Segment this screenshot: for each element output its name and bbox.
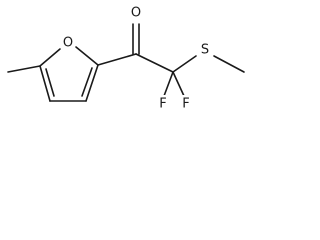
bond-c2-carbonyl — [97, 53, 137, 66]
fluorine-left-label: F — [159, 97, 166, 112]
carbonyl-oxygen-label: O — [131, 6, 141, 21]
bond-o1-c2 — [75, 46, 99, 66]
bond-c4-c5 — [39, 65, 51, 102]
bond-s-methyl — [213, 55, 245, 73]
atom-labels: O O S F F — [61, 4, 212, 113]
bond-c4-c5-double — [45, 68, 55, 97]
bond-c2-c3 — [85, 64, 99, 102]
fluorine-right-label: F — [182, 97, 189, 112]
bond-c2-c3-double — [81, 67, 93, 97]
bond-cf2-s — [172, 55, 197, 73]
bond-cf2-f-left — [163, 71, 174, 97]
bond-methyl-furan — [7, 65, 41, 73]
sulfur-label: S — [201, 43, 209, 58]
chemical-structure-diagram: O O S F F — [7, 4, 245, 113]
ring-oxygen-label: O — [63, 36, 73, 51]
bond-c5-o1 — [39, 48, 61, 67]
bond-carbonyl-cf2 — [135, 53, 174, 73]
bonds — [7, 23, 245, 102]
bond-cf2-f-right — [172, 71, 185, 97]
